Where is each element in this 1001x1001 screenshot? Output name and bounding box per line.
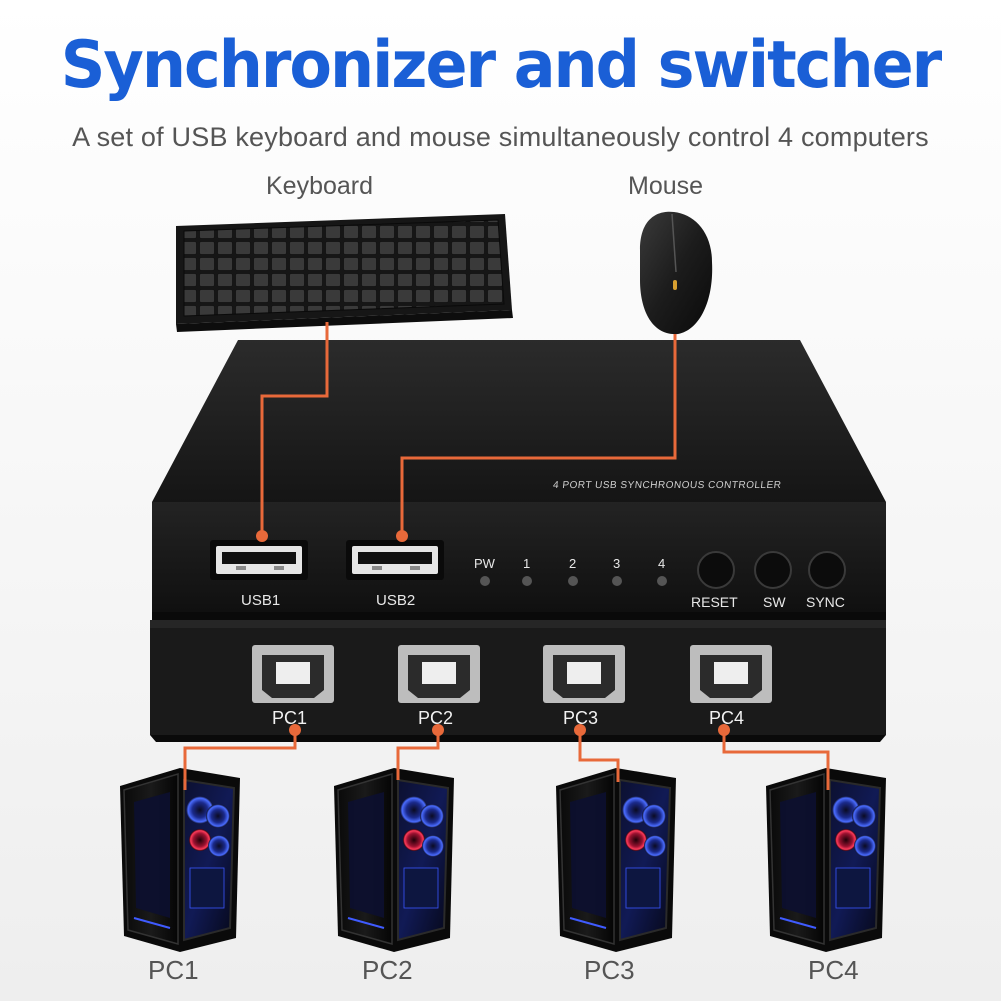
- pc2-label: PC2: [362, 955, 413, 985]
- keyboard-cable: [260, 322, 329, 534]
- pc3-cable: [578, 730, 620, 782]
- pc2-port-label: PC2: [418, 708, 454, 728]
- usb1-port: [210, 540, 308, 580]
- usb2-label: USB2: [376, 592, 416, 609]
- pc4-label: PC4: [808, 955, 859, 985]
- pc2-tower: [334, 768, 454, 952]
- led-label-2: 2: [569, 556, 577, 571]
- pc3-port-label: PC3: [563, 708, 599, 728]
- pc1-tower: [120, 768, 240, 952]
- pc3-port: [543, 645, 625, 703]
- keyboard-illustration: [176, 214, 513, 332]
- pc2-port: [398, 645, 480, 703]
- reset-button: [697, 551, 735, 589]
- usb1-label: USB1: [241, 592, 281, 609]
- pc3-label: PC3: [584, 955, 635, 985]
- mouse-illustration: [640, 211, 713, 335]
- reset-button-label: RESET: [691, 594, 738, 610]
- cable-endpoints: [256, 530, 730, 736]
- led-label-4: 4: [658, 556, 666, 571]
- pc2-cable: [396, 730, 440, 780]
- mouse-label: Mouse: [628, 172, 704, 200]
- pc3-tower: [556, 768, 676, 952]
- page-subtitle: A set of USB keyboard and mouse simultan…: [72, 122, 929, 152]
- device-name-label: 4 PORT USB SYNCHRONOUS CONTROLLER: [552, 480, 782, 491]
- led-label-pw: PW: [474, 556, 495, 571]
- mouse-cable: [400, 334, 677, 534]
- pc1-cable: [183, 730, 297, 790]
- sync-button: [808, 551, 846, 589]
- pc4-port-label: PC4: [709, 708, 745, 728]
- pc4-tower: [766, 768, 886, 952]
- led-label-1: 1: [523, 556, 531, 571]
- pc1-port: [252, 645, 334, 703]
- pc4-cable: [722, 730, 830, 790]
- pc1-port-label: PC1: [272, 708, 308, 728]
- pc4-port: [690, 645, 772, 703]
- sync-button-label: SYNC: [806, 594, 845, 610]
- pc1-label: PC1: [148, 955, 199, 985]
- usb2-port: [346, 540, 444, 580]
- keyboard-label: Keyboard: [266, 172, 374, 200]
- connection-cables: [183, 322, 830, 790]
- status-leds: [480, 576, 667, 586]
- sw-button-label: SW: [763, 594, 786, 610]
- sw-button: [754, 551, 792, 589]
- page-title: Synchronizer and switcher: [60, 26, 943, 103]
- led-label-3: 3: [613, 556, 621, 571]
